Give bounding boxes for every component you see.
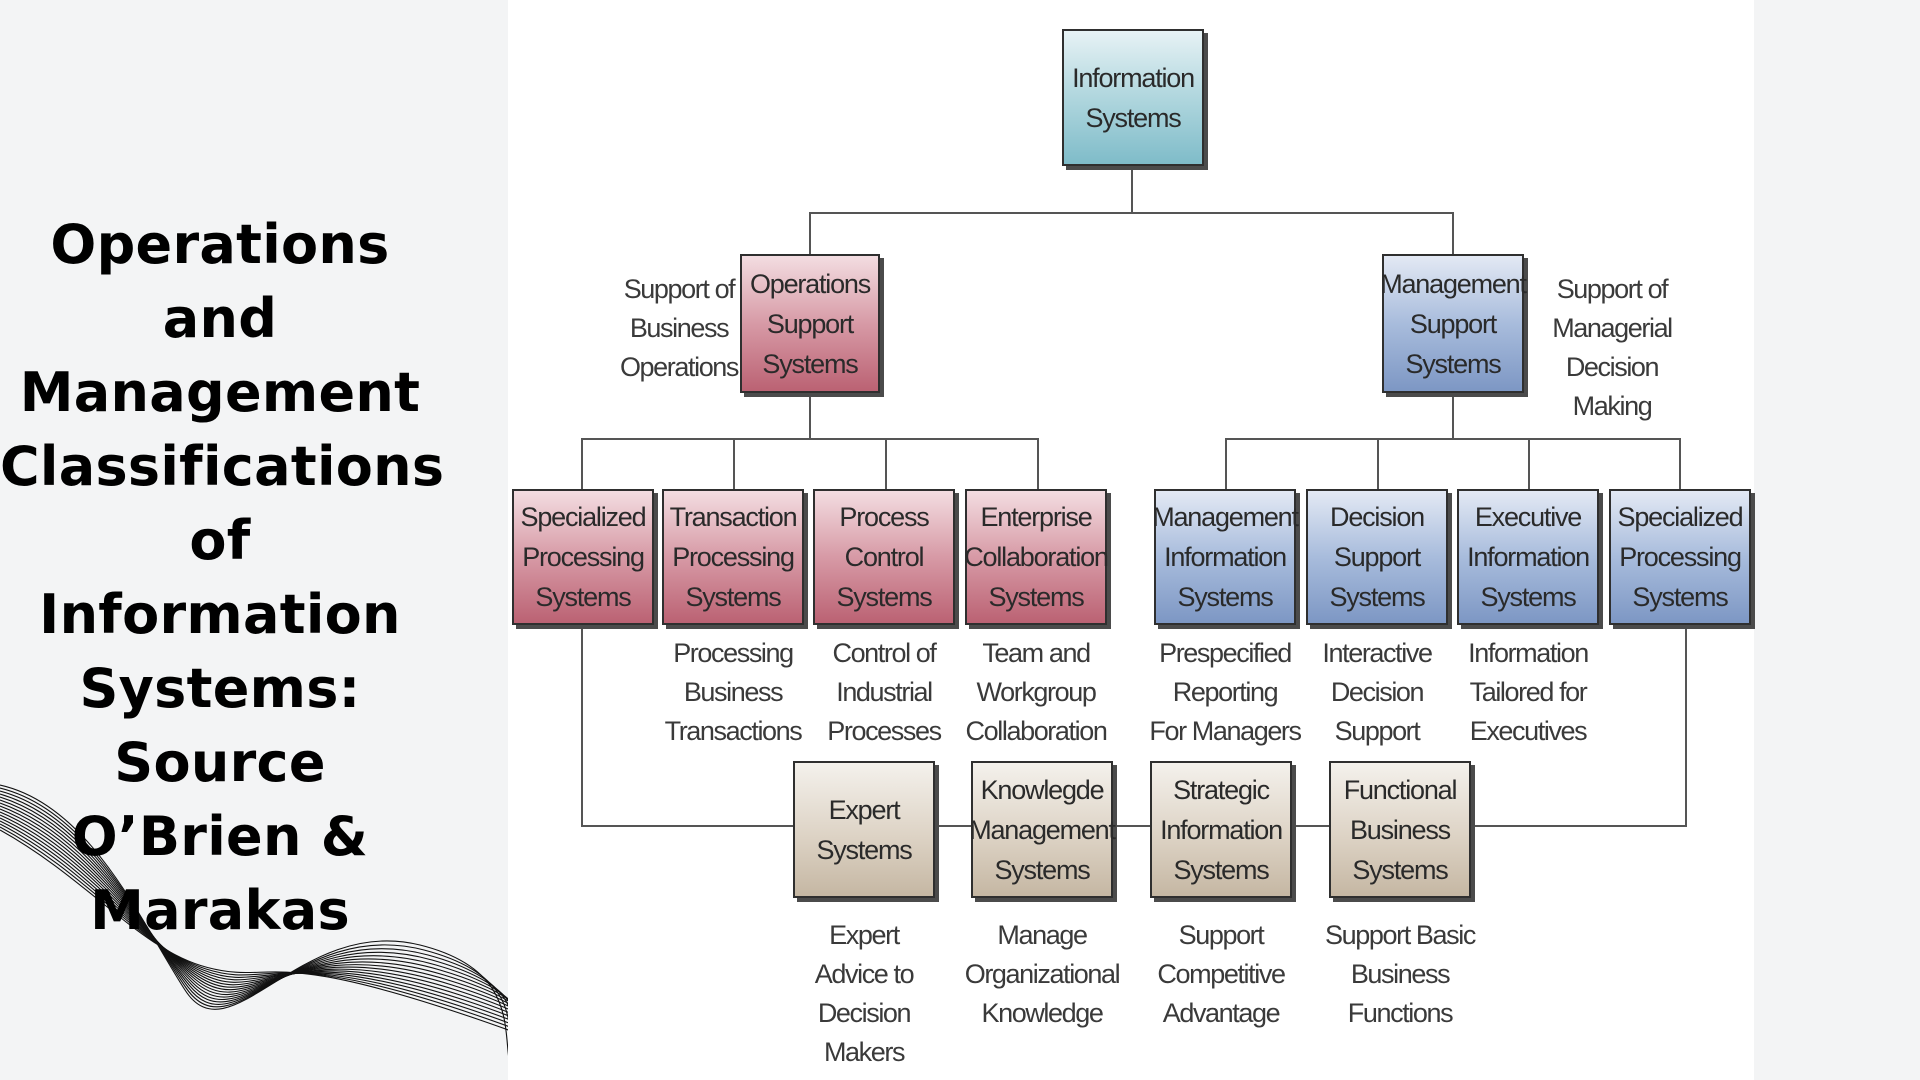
connector xyxy=(1679,438,1681,489)
executive-information-systems-node: Executive Information Systems xyxy=(1457,489,1599,625)
connector xyxy=(809,393,811,439)
connector xyxy=(1452,212,1454,254)
decision-support-caption: Interactive Decision Support xyxy=(1322,638,1433,746)
decision-support-systems-node: Decision Support Systems xyxy=(1306,489,1448,625)
knowledge-management-caption: Manage Organizational Knowledge xyxy=(964,920,1121,1028)
expert-systems-caption: Expert Advice to Decision Makers xyxy=(814,920,915,1067)
connector xyxy=(1452,393,1454,439)
management-support-caption: Support of Managerial Decision Making xyxy=(1552,274,1673,421)
operations-support-caption: Support of Business Operations xyxy=(619,274,739,382)
transaction-processing-caption: Processing Business Transactions xyxy=(664,638,803,746)
connector xyxy=(1528,438,1530,489)
process-control-caption: Control of Industrial Processes xyxy=(827,638,942,746)
management-information-systems-node: Management Information Systems xyxy=(1152,489,1299,625)
connector xyxy=(809,212,811,254)
functional-business-systems-node: Functional Business Systems xyxy=(1329,761,1471,898)
enterprise-collaboration-systems-node: Enterprise Collaboration Systems xyxy=(964,489,1109,625)
connector xyxy=(1131,166,1133,213)
specialized-processing-systems-node: Specialized Processing Systems xyxy=(1609,489,1751,625)
wave-line xyxy=(0,829,508,1031)
strategic-information-systems-node: Strategic Information Systems xyxy=(1150,761,1292,898)
knowledge-management-systems-node: Knowlegde Management Systems xyxy=(969,761,1116,898)
transaction-processing-systems-node: Transaction Processing Systems xyxy=(662,489,804,625)
enterprise-collaboration-caption: Team and Workgroup Collaboration xyxy=(965,638,1108,746)
connector xyxy=(581,438,1039,440)
connector xyxy=(581,825,1687,827)
expert-systems-node: Expert Systems xyxy=(793,761,935,898)
connector xyxy=(885,438,887,489)
connector xyxy=(1225,438,1227,489)
slide-title: Operations and Management Classification… xyxy=(0,213,445,942)
decorative-wave-lines xyxy=(0,784,508,1057)
strategic-information-caption: Support Competitive Advantage xyxy=(1157,920,1286,1028)
connector xyxy=(733,438,735,489)
management-support-systems-node: Management Support Systems xyxy=(1380,254,1527,393)
connector xyxy=(1225,438,1681,440)
management-information-caption: Prespecified Reporting For Managers xyxy=(1149,638,1302,746)
connector xyxy=(581,438,583,489)
operations-support-systems-node: Operations Support Systems xyxy=(740,254,880,393)
connector xyxy=(1037,438,1039,489)
specialized-processing-systems-node: Specialized Processing Systems xyxy=(512,489,654,625)
connector xyxy=(809,212,1454,214)
functional-business-caption: Support Basic Business Functions xyxy=(1325,920,1476,1028)
right-margin xyxy=(1754,0,1920,1080)
title-panel: Operations and Management Classification… xyxy=(0,0,508,1080)
information-systems-node: Information Systems xyxy=(1062,29,1204,166)
process-control-systems-node: Process Control Systems xyxy=(813,489,955,625)
connector xyxy=(1685,625,1687,826)
executive-information-caption: Information Tailored for Executives xyxy=(1468,638,1589,746)
connector xyxy=(1377,438,1379,489)
connector xyxy=(581,625,583,826)
